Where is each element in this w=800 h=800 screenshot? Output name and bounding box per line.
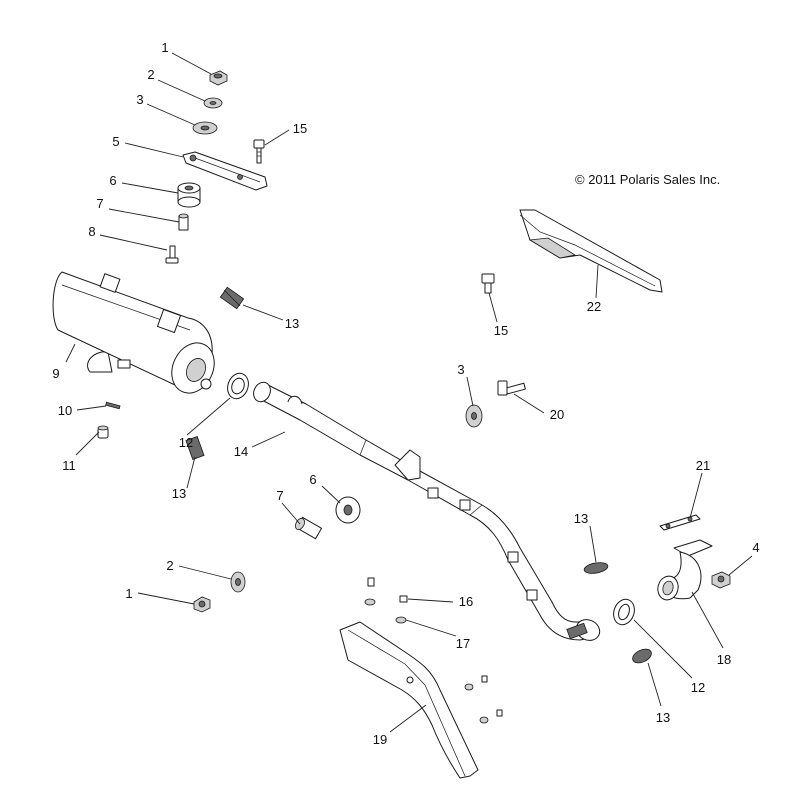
callout-15-right: 15 bbox=[494, 323, 508, 338]
small-washers-lower bbox=[464, 675, 503, 724]
gasket-12-right bbox=[613, 598, 635, 626]
leader-lines bbox=[65, 52, 753, 733]
exhaust-elbow-18 bbox=[657, 539, 713, 601]
callout-16: 16 bbox=[459, 594, 473, 609]
bolt-15-right bbox=[481, 273, 495, 294]
callout-11: 11 bbox=[62, 458, 76, 473]
callout-1-lower: 1 bbox=[125, 586, 132, 601]
heat-shield-19 bbox=[339, 621, 479, 779]
pipe-clamp bbox=[566, 622, 588, 640]
callout-20: 20 bbox=[550, 407, 564, 422]
spacer-sleeve-7-mid bbox=[295, 516, 323, 540]
washer-2-top bbox=[203, 97, 223, 109]
callout-19: 19 bbox=[373, 732, 387, 747]
bolt-8 bbox=[165, 245, 179, 264]
hex-nut-1-lower bbox=[193, 596, 211, 613]
callout-6-top: 6 bbox=[109, 173, 116, 188]
callout-8: 8 bbox=[88, 224, 95, 239]
clip-11 bbox=[97, 425, 109, 439]
spacer-sleeve-7-top bbox=[178, 213, 189, 231]
callout-18: 18 bbox=[717, 652, 731, 667]
bolt-15-top bbox=[253, 139, 265, 164]
callout-7-top: 7 bbox=[96, 196, 103, 211]
rubber-grommet-6-mid bbox=[335, 496, 361, 524]
heat-shield-22 bbox=[519, 209, 663, 293]
callout-21: 21 bbox=[696, 458, 710, 473]
callout-13-upper: 13 bbox=[285, 316, 299, 331]
muffler-9 bbox=[52, 271, 215, 394]
heat-spring-13-lower bbox=[185, 436, 205, 460]
hex-nut-1-top bbox=[209, 70, 228, 86]
heat-spring-13-upper bbox=[219, 286, 245, 310]
callout-12-right: 12 bbox=[691, 680, 705, 695]
washer-3-top bbox=[192, 121, 218, 135]
washer-3-mid bbox=[465, 404, 483, 428]
callout-13-lower-left: 13 bbox=[172, 486, 186, 501]
head-pipe-14 bbox=[253, 381, 601, 641]
gasket-21 bbox=[659, 514, 701, 531]
callout-12-left: 12 bbox=[179, 435, 193, 450]
copyright-text: © 2011 Polaris Sales Inc. bbox=[575, 172, 720, 187]
heat-spring-13-right bbox=[583, 562, 609, 574]
callout-13-bottom: 13 bbox=[656, 710, 670, 725]
bolt-20 bbox=[497, 380, 526, 396]
callout-15-top: 15 bbox=[293, 121, 307, 136]
washer-17 bbox=[364, 598, 407, 624]
callout-13-right: 13 bbox=[574, 511, 588, 526]
callout-4: 4 bbox=[752, 540, 759, 555]
callout-17: 17 bbox=[456, 636, 470, 651]
callout-7-mid: 7 bbox=[276, 488, 283, 503]
pin-10 bbox=[105, 401, 121, 410]
fastener-16 bbox=[367, 577, 408, 603]
nut-4 bbox=[711, 571, 731, 589]
callout-10: 10 bbox=[58, 403, 72, 418]
callout-1-top: 1 bbox=[161, 40, 168, 55]
callout-3-top: 3 bbox=[136, 92, 143, 107]
mount-bracket-5 bbox=[182, 151, 268, 191]
callout-labels: 1 2 3 5 15 6 7 8 13 9 10 11 12 13 14 7 6… bbox=[52, 40, 759, 747]
heat-spring-13-bottom-right bbox=[632, 648, 652, 664]
callout-2-lower: 2 bbox=[166, 558, 173, 573]
callout-6-mid: 6 bbox=[309, 472, 316, 487]
callout-22: 22 bbox=[587, 299, 601, 314]
gasket-12-left bbox=[227, 372, 249, 400]
callout-9: 9 bbox=[52, 366, 59, 381]
callout-14: 14 bbox=[234, 444, 248, 459]
callout-5: 5 bbox=[112, 134, 119, 149]
rubber-grommet-6-top bbox=[177, 182, 201, 208]
washer-2-lower bbox=[230, 571, 246, 593]
callout-2-top: 2 bbox=[147, 67, 154, 82]
callout-3-mid: 3 bbox=[457, 362, 464, 377]
